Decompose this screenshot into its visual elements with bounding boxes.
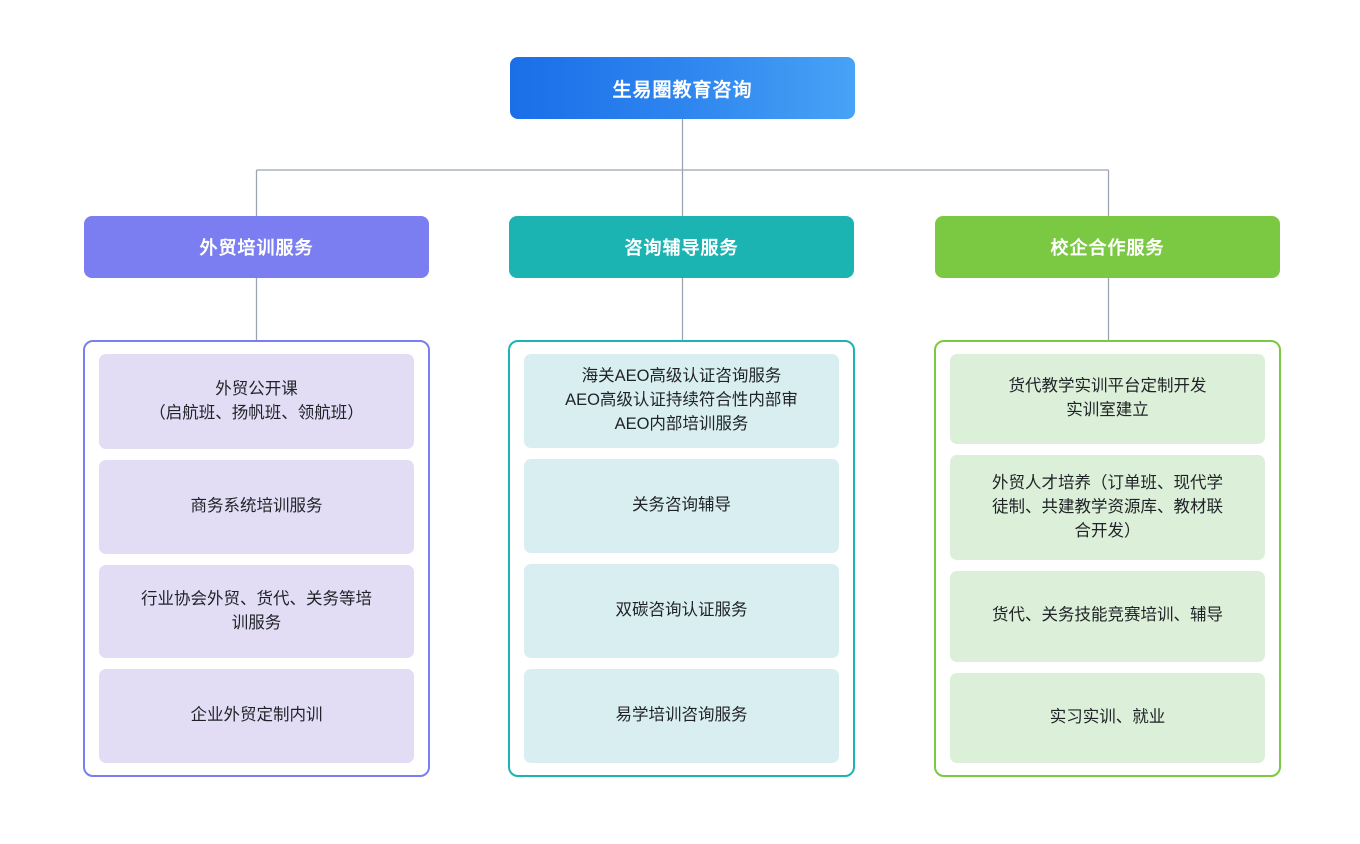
branch-header-label: 外贸培训服务 xyxy=(199,238,314,258)
list-item[interactable]: 货代、关务技能竞赛培训、辅导 xyxy=(950,571,1265,662)
branch-column-2: 校企合作服务 货代教学实训平台定制开发 实训室建立 外贸人才培养（订单班、现代学… xyxy=(934,216,1281,777)
branch-header-label: 校企合作服务 xyxy=(1050,238,1165,258)
list-item[interactable]: 外贸人才培养（订单班、现代学 徒制、共建教学资源库、教材联 合开发） xyxy=(950,455,1265,561)
branch-header-0[interactable]: 外贸培训服务 xyxy=(84,216,429,278)
branch-header-label: 咨询辅导服务 xyxy=(624,238,739,258)
list-item[interactable]: 双碳咨询认证服务 xyxy=(524,564,839,658)
list-item[interactable]: 实习实训、就业 xyxy=(950,672,1265,763)
list-item[interactable]: 海关AEO高级认证咨询服务 AEO高级认证持续符合性内部审 AEO内部培训服务 xyxy=(524,354,839,448)
list-item[interactable]: 关务咨询辅导 xyxy=(524,459,839,553)
list-item[interactable]: 易学培训咨询服务 xyxy=(524,669,839,763)
list-item[interactable]: 外贸公开课 （启航班、扬帆班、领航班） xyxy=(99,354,414,450)
branch-column-1: 咨询辅导服务 海关AEO高级认证咨询服务 AEO高级认证持续符合性内部审 AEO… xyxy=(508,216,855,777)
list-item[interactable]: 货代教学实训平台定制开发 实训室建立 xyxy=(950,354,1265,445)
list-item[interactable]: 商务系统培训服务 xyxy=(99,460,414,554)
branch-header-1[interactable]: 咨询辅导服务 xyxy=(509,216,854,278)
list-item[interactable]: 行业协会外贸、货代、关务等培 训服务 xyxy=(99,564,414,659)
root-node[interactable]: 生易圈教育咨询 xyxy=(510,57,855,119)
branch-group-box-1: 海关AEO高级认证咨询服务 AEO高级认证持续符合性内部审 AEO内部培训服务 … xyxy=(508,340,855,777)
root-node-label: 生易圈教育咨询 xyxy=(612,79,753,101)
branch-column-0: 外贸培训服务 外贸公开课 （启航班、扬帆班、领航班） 商务系统培训服务 行业协会… xyxy=(83,216,430,777)
branch-header-2[interactable]: 校企合作服务 xyxy=(935,216,1280,278)
list-item[interactable]: 企业外贸定制内训 xyxy=(99,669,414,763)
branch-group-box-0: 外贸公开课 （启航班、扬帆班、领航班） 商务系统培训服务 行业协会外贸、货代、关… xyxy=(83,340,430,777)
branch-group-box-2: 货代教学实训平台定制开发 实训室建立 外贸人才培养（订单班、现代学 徒制、共建教… xyxy=(934,340,1281,777)
